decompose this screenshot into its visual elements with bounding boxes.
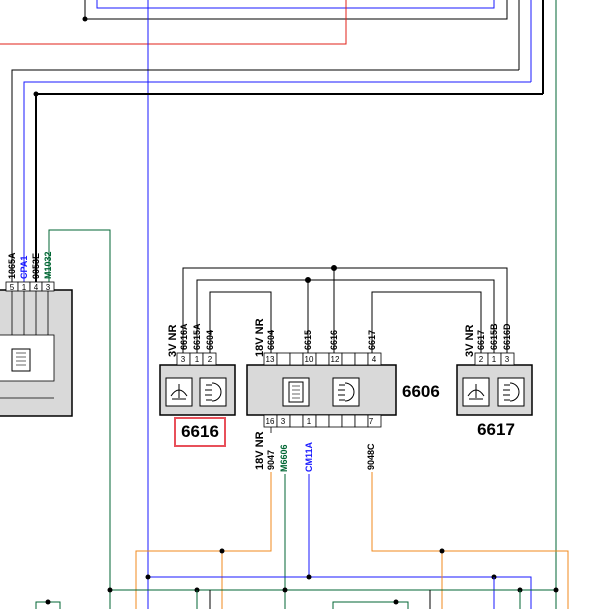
leveling-motor-icon	[497, 377, 525, 407]
wire-label-CPA1: CPA1	[19, 256, 29, 279]
pin-label: 16	[266, 417, 275, 426]
pin-label: 10	[305, 355, 314, 364]
wire-label-CM11A: CM11A	[304, 441, 314, 472]
wire-label-6617: 6617	[367, 330, 377, 350]
wire-blue-top-1	[96, 0, 495, 9]
wire-label-6616A: 6616A	[179, 323, 189, 350]
component-label-6616: 6616	[181, 422, 219, 441]
supply-label: 18V NR	[254, 431, 266, 470]
component-6616: 3 1 2 3V NR 6616A 6615A 6604 6616	[159, 323, 236, 447]
pin-label: 4	[34, 283, 39, 292]
wire-label-9048C: 9048C	[366, 443, 376, 470]
component-label-6617: 6617	[477, 420, 515, 439]
left-unit: 5 1 4 3 1065A CPA1 9053E M1032	[0, 251, 73, 417]
pin-label: 2	[479, 355, 484, 364]
headlamp-icon	[462, 377, 490, 407]
pin-label: 4	[372, 355, 377, 364]
wire-label-M1032: M1032	[43, 251, 53, 279]
leveling-motor-icon	[199, 377, 227, 407]
wire-1065A	[11, 69, 519, 282]
pin-label: 13	[266, 355, 275, 364]
pin-label: 7	[369, 417, 374, 426]
wire-label-6615: 6615	[303, 330, 313, 350]
wire-label-9053E: 9053E	[31, 253, 41, 279]
ecu-chip-icon	[11, 348, 31, 372]
pin-label: 1	[22, 283, 27, 292]
supply-label: 3V NR	[167, 325, 179, 357]
wire-label-1065A: 1065A	[7, 252, 17, 279]
interconnect-wires	[182, 265, 508, 353]
wire-label-6604: 6604	[266, 330, 276, 350]
leveling-motor-icon	[332, 377, 360, 407]
wire-label-6615A: 6615A	[192, 323, 202, 350]
component-label-6606: 6606	[402, 382, 440, 401]
wire-label-6604: 6604	[205, 330, 215, 350]
pin-label: 3	[181, 355, 186, 364]
wire-label-M6606: M6606	[279, 444, 289, 472]
pin-label: 12	[331, 355, 340, 364]
wire-black-top-2	[84, 0, 508, 20]
headlamp-icon	[165, 377, 193, 407]
component-6617: 2 1 3 3V NR 6617 6615B 6616D 6617	[456, 323, 533, 439]
highlight-box	[174, 417, 226, 447]
pin-label: 1	[195, 355, 200, 364]
wire-label-6617: 6617	[476, 330, 486, 350]
wire-CPA1	[23, 81, 531, 282]
supply-label: 3V NR	[464, 325, 476, 357]
wire-label-6616D: 6616D	[502, 323, 512, 350]
ecu-chip-icon	[282, 377, 310, 407]
wire-label-9047: 9047	[266, 450, 276, 470]
bottom-labels: 18V NR 9047 M6606 CM11A 9048C	[254, 431, 376, 472]
pin-label: 1	[307, 417, 312, 426]
wire-M1032	[48, 229, 111, 609]
supply-label: 18V NR	[254, 318, 266, 357]
pin-label: 3	[46, 283, 51, 292]
wire-9053E	[35, 93, 543, 282]
top-wires	[0, 0, 557, 609]
wire-label-6616: 6616	[329, 330, 339, 350]
wire-label-6615B: 6615B	[489, 323, 499, 350]
component-6606: 13 10 12 4 18V NR 6604 6615 6616 6617 16…	[246, 318, 440, 428]
pin-label: 5	[10, 283, 15, 292]
wire-red-top	[0, 0, 347, 45]
pin-label: 1	[492, 355, 497, 364]
pin-label: 2	[208, 355, 213, 364]
bottom-wires	[35, 427, 569, 609]
left-unit-connector: 5 1 4 3	[5, 281, 55, 292]
pin-label: 3	[505, 355, 510, 364]
pin-label: 3	[281, 417, 286, 426]
